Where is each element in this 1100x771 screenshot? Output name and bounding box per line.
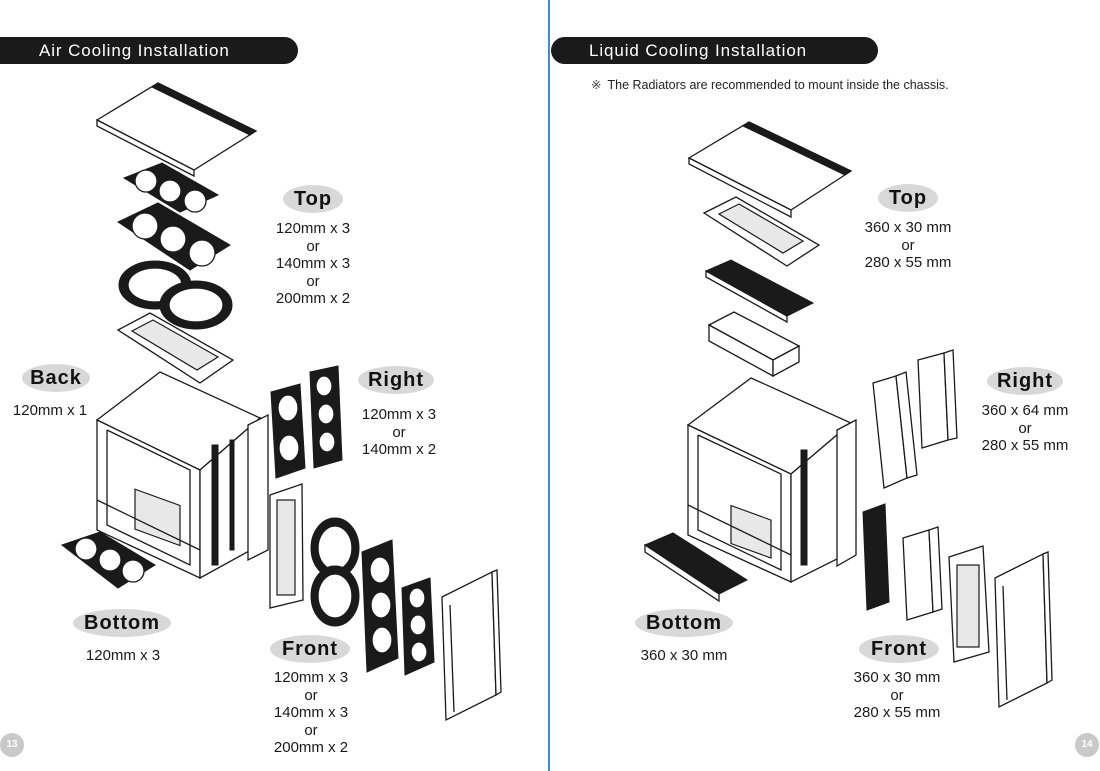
spec-line: 360 x 30 mm [640,647,728,664]
bottom-radiator [643,532,749,603]
spec-line: or [1018,419,1032,437]
top-fans-140 [116,202,231,271]
spec-line: or [306,272,320,290]
bottom-label: Bottom [635,609,733,637]
front-fans-120 [401,577,435,676]
note-asterisk-icon: ※ [591,78,602,92]
liquid-cooling-title: Liquid Cooling Installation [551,37,878,64]
air-cooling-exploded-diagram [60,82,502,722]
spec-line: or [304,721,318,739]
spec-line: 120mm x 3 [85,647,161,664]
chassis-illustration [686,377,857,584]
right-fans-120 [309,365,343,469]
spec-line: 360 x 64 mm [981,402,1069,419]
spec-line: 200mm x 2 [275,290,351,307]
right-label: Right [358,366,434,394]
top-fans-200 [118,260,233,330]
top-label: Top [878,184,938,212]
bottom-label: Bottom [73,609,171,637]
spec-line: 120mm x 3 [273,669,349,686]
right-label: Right [987,367,1063,395]
top-bracket [116,312,235,384]
front-bracket [948,545,990,663]
spec-line: or [392,423,406,441]
spec-line: 140mm x 3 [275,255,351,272]
top-panel-illustration [95,82,258,178]
page-number-badge: 13 [0,733,24,757]
front-label: Front [859,635,939,663]
liquid-cooling-page: Liquid Cooling Installation ※ The Radiato… [551,0,1100,771]
top-radiator-bracket [702,196,821,267]
note-text: The Radiators are recommended to mount i… [607,78,949,92]
spec-line: or [890,686,904,704]
bottom-spec: 120mm x 3 [63,647,183,665]
spec-line: 120mm x 3 [361,406,437,423]
spec-line: 140mm x 2 [361,441,437,458]
front-spec: 120mm x 3 or 140mm x 3 or 200mm x 2 [251,669,371,757]
air-cooling-title: Air Cooling Installation [0,37,298,64]
page-divider [548,0,550,771]
right-spec: 120mm x 3 or 140mm x 2 [340,406,458,459]
top-label: Top [283,185,343,213]
spec-line: 200mm x 2 [273,739,349,756]
front-label: Front [270,635,350,663]
air-cooling-page: Air Cooling Installation [0,0,549,771]
right-spec: 360 x 64 mm or 280 x 55 mm [965,402,1085,455]
back-spec: 120mm x 1 [0,402,100,420]
spec-line: or [304,686,318,704]
spec-line: 140mm x 3 [273,704,349,721]
right-fans-140 [270,383,306,479]
right-radiator-55mm [917,349,958,449]
front-fans-140 [361,539,399,673]
bottom-fans [60,531,156,589]
chassis-illustration [95,371,269,580]
front-radiator-55mm [902,526,943,621]
right-radiator-64mm [872,371,918,489]
top-spec: 360 x 30 mm or 280 x 55 mm [848,219,968,272]
spec-line: 360 x 30 mm [864,219,952,236]
top-spec: 120mm x 3 or 140mm x 3 or 200mm x 2 [253,220,373,308]
front-spec: 360 x 30 mm or 280 x 55 mm [837,669,957,722]
front-fans-200 [310,517,360,627]
top-radiator-55mm [707,311,801,378]
page-number-badge: 14 [1075,733,1099,757]
front-panel-illustration [994,551,1053,709]
top-panel-illustration [687,121,853,219]
radiator-note: ※ The Radiators are recommended to mount … [591,77,949,92]
front-radiator-30mm [862,503,890,611]
spec-line: 360 x 30 mm [853,669,941,686]
top-fans-120 [122,162,220,213]
spec-line: 120mm x 1 [12,402,88,419]
spec-line: 280 x 55 mm [853,704,941,721]
spec-line: or [901,236,915,254]
back-label: Back [22,364,90,392]
bottom-spec: 360 x 30 mm [624,647,744,665]
liquid-cooling-exploded-diagram [643,121,1053,709]
front-panel-illustration [441,569,502,722]
front-bracket [269,483,304,609]
top-radiator-30mm [704,259,815,324]
spec-line: or [306,237,320,255]
spec-line: 120mm x 3 [275,220,351,237]
spec-line: 280 x 55 mm [864,254,952,271]
spec-line: 280 x 55 mm [981,437,1069,454]
